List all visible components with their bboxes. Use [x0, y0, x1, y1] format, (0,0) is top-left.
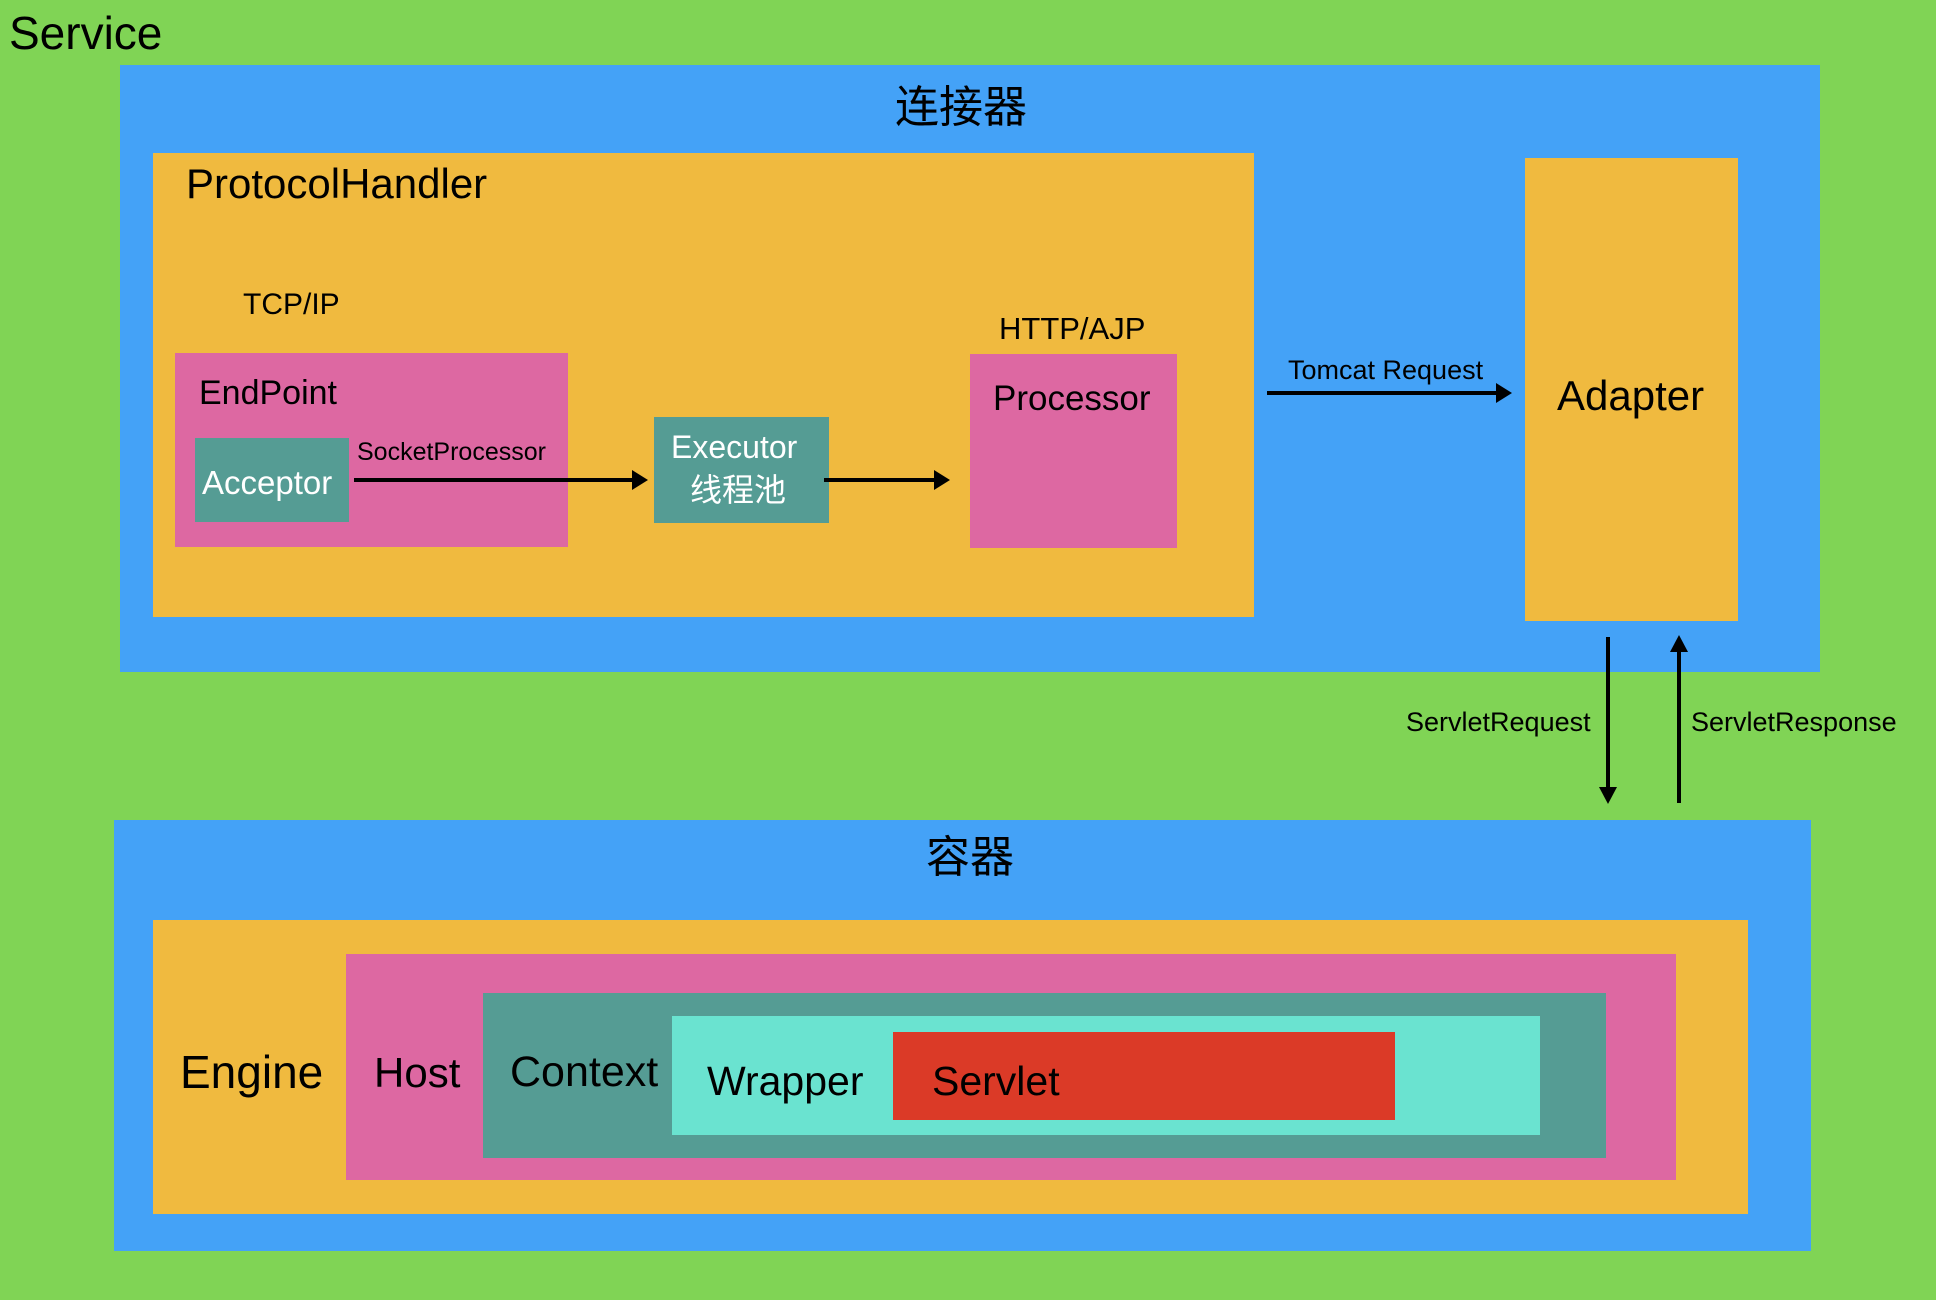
- socket-processor-label: SocketProcessor: [357, 438, 546, 466]
- http-ajp-label: HTTP/AJP: [999, 311, 1146, 346]
- wrapper-label: Wrapper: [707, 1058, 864, 1104]
- protocol-handler-label: ProtocolHandler: [186, 160, 488, 207]
- servlet-request-label: ServletRequest: [1406, 707, 1591, 737]
- servlet-box: [893, 1032, 1395, 1120]
- executor-label: Executor: [671, 429, 798, 465]
- executor-box: [654, 417, 829, 523]
- container-title: 容器: [926, 832, 1014, 883]
- engine-label: Engine: [180, 1046, 324, 1098]
- adapter-label: Adapter: [1557, 372, 1705, 419]
- servlet-response-label: ServletResponse: [1691, 707, 1897, 737]
- thread-pool-label: 线程池: [690, 471, 787, 509]
- context-label: Context: [510, 1048, 659, 1096]
- service-label: Service: [9, 7, 163, 59]
- processor-box: [970, 354, 1177, 548]
- acceptor-label: Acceptor: [202, 464, 333, 501]
- endpoint-label: EndPoint: [199, 374, 337, 412]
- tcp-ip-label: TCP/IP: [243, 288, 340, 321]
- adapter-box: [1525, 158, 1738, 621]
- connector-title: 连接器: [895, 82, 1027, 133]
- acceptor-box: [195, 438, 349, 522]
- servlet-label: Servlet: [932, 1058, 1060, 1104]
- host-label: Host: [374, 1049, 461, 1096]
- tomcat-request-label: Tomcat Request: [1288, 355, 1484, 385]
- processor-label: Processor: [993, 379, 1151, 418]
